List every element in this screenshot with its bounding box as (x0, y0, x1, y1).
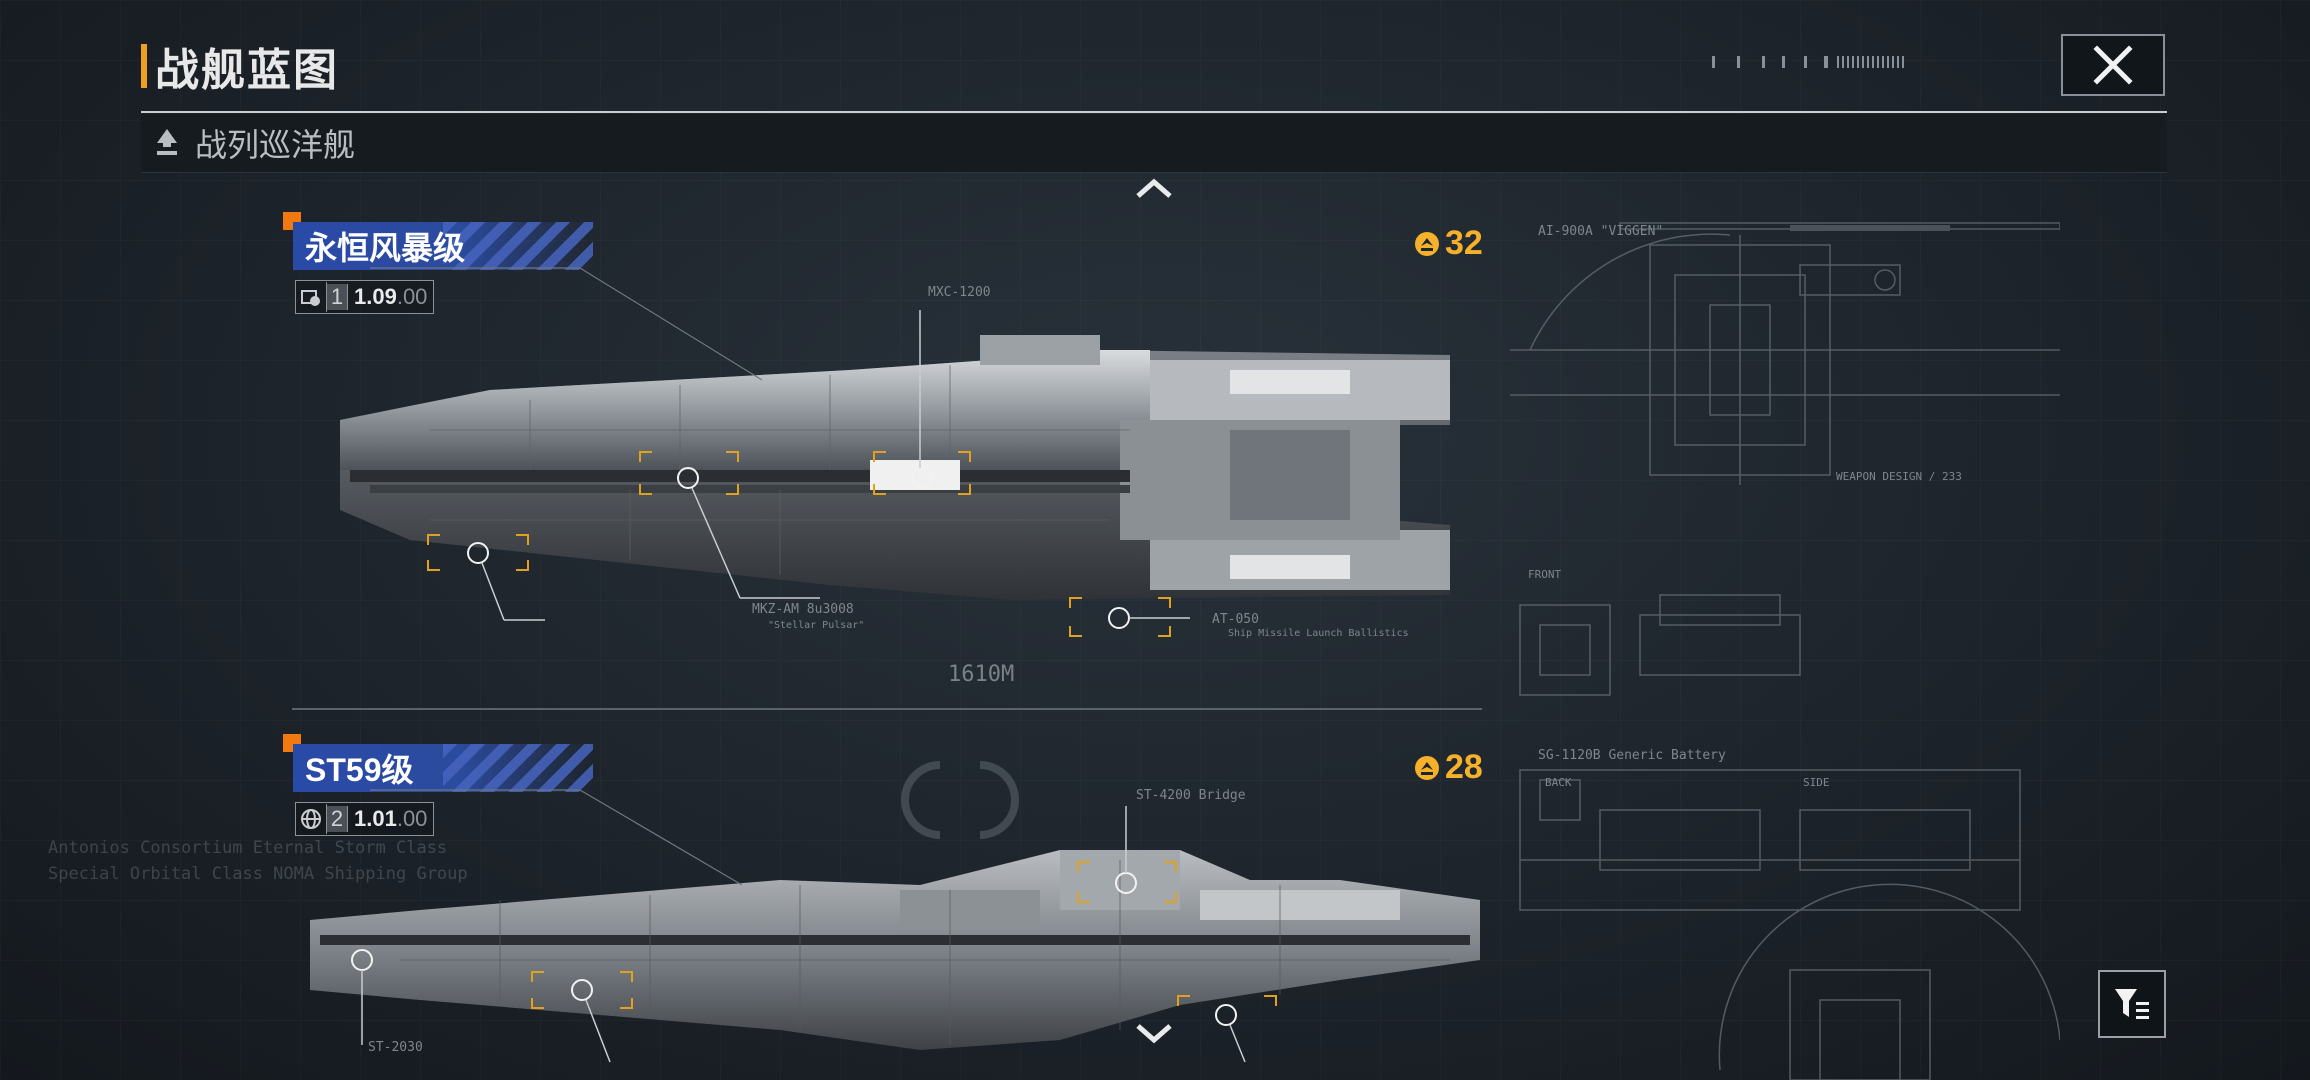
globe-icon (296, 804, 327, 834)
callout-label-6: ST-4200 Bridge (1136, 788, 1246, 803)
title-accent-bar (141, 44, 147, 88)
chevron-down-icon[interactable] (1134, 1020, 1174, 1044)
callout-label-5: Ship Missile Launch Ballistics (1228, 628, 1409, 639)
category-tab-label: 战列巡洋舰 (195, 127, 356, 163)
filter-icon (2115, 989, 2149, 1019)
battlecruiser-class-icon (151, 123, 183, 163)
decorative-rings (901, 761, 1019, 839)
ship-version-main: 1.01 (354, 806, 397, 831)
callout-label-2: MKZ-AM 8u3008 (752, 602, 854, 617)
ship-version: 1.01.00 (348, 806, 433, 832)
close-button[interactable] (2061, 34, 2165, 96)
ship-length-label: 1610M (948, 662, 1015, 687)
ship-name: 永恒风暴级 (305, 230, 466, 266)
callout-label-1: MXC-1200 (928, 285, 991, 300)
blueprint-side-label-2: SIDE (1803, 776, 1830, 789)
category-tab-bar[interactable]: 战列巡洋舰 (141, 114, 2167, 173)
close-icon (2093, 45, 2133, 85)
ship-version-sub: .00 (396, 284, 428, 309)
ship-version-sub: .00 (396, 806, 428, 831)
page-header: 战舰蓝图 (141, 42, 339, 95)
ship-cost: 28 (1413, 748, 1483, 787)
page-title: 战舰蓝图 (155, 46, 339, 95)
blueprint-label-top: AI-900A "VIGGEN" (1538, 224, 1664, 239)
ship-tier: 1 (327, 284, 348, 310)
ship-card-st59[interactable]: ST59级 2 1.01.00 (283, 734, 1483, 1080)
cost-icon (1415, 755, 1439, 780)
blueprint-drawing-top (1510, 222, 2060, 696)
blueprint-front-label: FRONT (1528, 568, 1562, 581)
ship-version: 1.09.00 (348, 284, 433, 310)
background-text-line1: Antonios Consortium Eternal Storm Class (48, 838, 448, 858)
ship-name: ST59级 (305, 752, 414, 788)
blueprint-back-label: BACK (1545, 776, 1572, 789)
ship-name-plate: 永恒风暴级 (293, 222, 593, 270)
header-tick-marks (1712, 56, 1904, 68)
blueprint-label-bottom: SG-1120B Generic Battery (1538, 748, 1726, 763)
ship-card-eternal-storm[interactable]: 永恒风暴级 1 1.09.00 (283, 212, 1483, 712)
ship-version-main: 1.09 (354, 284, 397, 309)
ship-name-plate: ST59级 (293, 744, 593, 792)
callout-label-3: "Stellar Pulsar" (768, 620, 865, 631)
cost-icon (1415, 231, 1439, 256)
ship-length-scale (292, 708, 1482, 710)
ship-cost-value: 32 (1445, 224, 1483, 262)
filter-button[interactable] (2098, 970, 2166, 1038)
chevron-up-icon[interactable] (1134, 176, 1174, 200)
ship-info-badge: 1 1.09.00 (295, 280, 435, 314)
ship-model-st59 (310, 850, 1480, 1050)
ship-model-eternal-storm (340, 335, 1450, 600)
ship-cost: 32 (1413, 224, 1483, 263)
background-text-line2: Special Orbital Class NOMA Shipping Grou… (48, 864, 468, 884)
blueprint-drawing-bottom (1519, 769, 2060, 1080)
ship-cost-value: 28 (1445, 748, 1483, 786)
ship-tier: 2 (327, 806, 348, 832)
header-divider (141, 111, 2167, 113)
robot-gear-icon (296, 282, 327, 312)
callout-label-4: AT-050 (1212, 612, 1259, 627)
ship-info-badge: 2 1.01.00 (295, 802, 435, 836)
callout-label-7: ST-2030 (368, 1040, 423, 1055)
blueprint-side-label: WEAPON DESIGN / 233 (1836, 470, 1962, 483)
